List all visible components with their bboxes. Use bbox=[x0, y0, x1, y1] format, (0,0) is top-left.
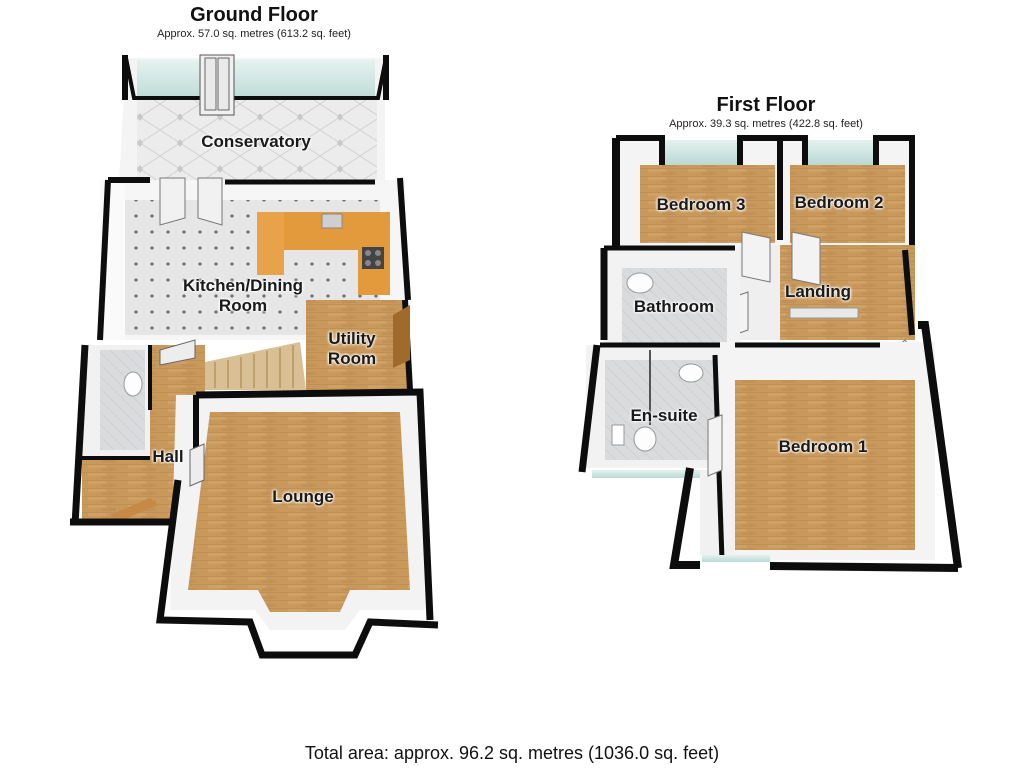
room-label-utility-line1: Utility bbox=[328, 329, 376, 348]
first-floor-title: First Floor bbox=[716, 94, 816, 116]
room-label-kitchen-line2: Room bbox=[218, 296, 268, 315]
room-label-landing: Landing bbox=[784, 282, 852, 301]
room-label-bedroom-3: Bedroom 3 bbox=[656, 195, 746, 214]
room-label-lounge: Lounge bbox=[272, 487, 334, 506]
room-label-bedroom-2: Bedroom 2 bbox=[794, 193, 884, 212]
room-label-kitchen-dining: Kitchen/Dining Room bbox=[183, 276, 303, 316]
first-floor-plan bbox=[578, 135, 962, 572]
room-label-conservatory: Conservatory bbox=[201, 132, 311, 151]
room-label-utility: Utility Room bbox=[328, 329, 376, 369]
first-floor-area: Approx. 39.3 sq. metres (422.8 sq. feet) bbox=[669, 118, 863, 130]
room-label-kitchen-line1: Kitchen/Dining bbox=[183, 276, 303, 295]
ground-floor-area: Approx. 57.0 sq. metres (613.2 sq. feet) bbox=[157, 28, 351, 40]
room-label-hall: Hall bbox=[152, 447, 184, 466]
room-label-en-suite: En-suite bbox=[630, 406, 698, 425]
ground-floor-plan bbox=[70, 54, 439, 659]
room-label-utility-line2: Room bbox=[327, 349, 377, 368]
total-area: Total area: approx. 96.2 sq. metres (103… bbox=[304, 743, 720, 763]
ground-floor-title: Ground Floor bbox=[190, 4, 318, 26]
room-label-bathroom: Bathroom bbox=[633, 297, 715, 316]
room-label-bedroom-1: Bedroom 1 bbox=[778, 437, 868, 456]
